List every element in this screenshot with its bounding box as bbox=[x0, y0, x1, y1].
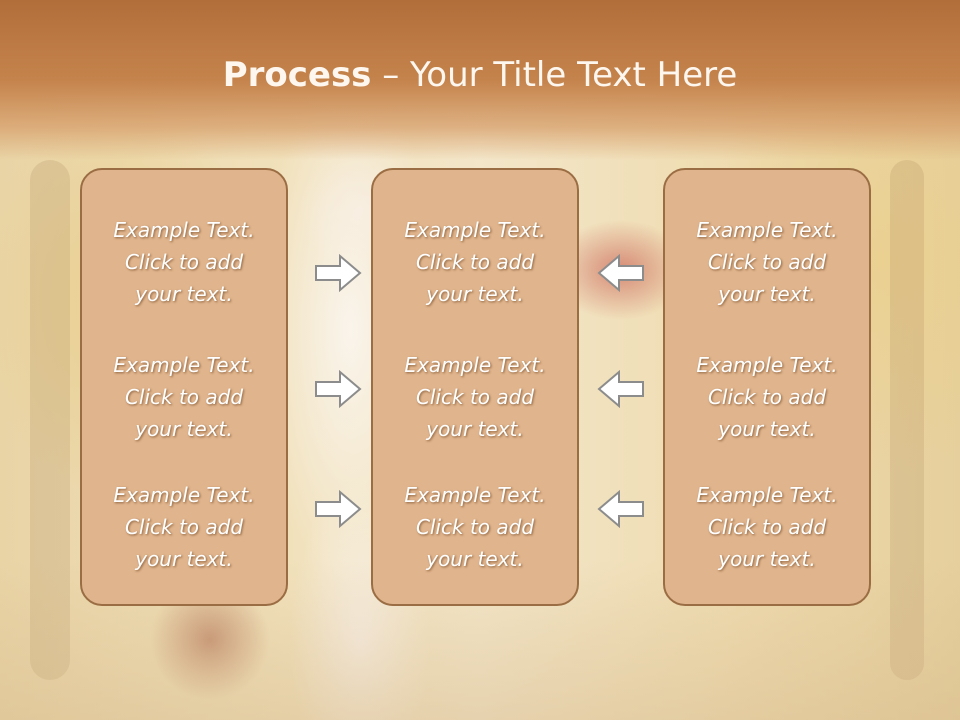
text-line: your text. bbox=[135, 547, 233, 571]
text-line: Example Text. bbox=[113, 218, 255, 242]
text-block[interactable]: Example Text. Click to add your text. bbox=[82, 214, 286, 310]
text-line: Click to add bbox=[707, 515, 827, 539]
arrow-left-icon bbox=[597, 490, 645, 528]
process-box-left[interactable]: Example Text. Click to add your text. Ex… bbox=[80, 168, 288, 606]
arrow-left-icon bbox=[597, 370, 645, 408]
text-line: your text. bbox=[426, 282, 524, 306]
text-line: your text. bbox=[718, 282, 816, 306]
text-line: Click to add bbox=[707, 385, 827, 409]
text-block[interactable]: Example Text. Click to add your text. bbox=[373, 479, 577, 575]
text-line: Example Text. bbox=[404, 218, 546, 242]
text-line: Example Text. bbox=[696, 353, 838, 377]
arrow-right-icon bbox=[314, 490, 362, 528]
arrow-right-icon bbox=[314, 254, 362, 292]
text-line: Click to add bbox=[415, 515, 535, 539]
text-line: Click to add bbox=[124, 385, 244, 409]
text-line: Example Text. bbox=[113, 483, 255, 507]
text-line: Example Text. bbox=[113, 353, 255, 377]
text-line: Example Text. bbox=[404, 483, 546, 507]
text-line: Click to add bbox=[124, 250, 244, 274]
text-line: your text. bbox=[135, 417, 233, 441]
text-line: your text. bbox=[718, 417, 816, 441]
text-block[interactable]: Example Text. Click to add your text. bbox=[665, 479, 869, 575]
text-line: Click to add bbox=[707, 250, 827, 274]
text-line: your text. bbox=[426, 547, 524, 571]
text-line: Click to add bbox=[415, 250, 535, 274]
text-block[interactable]: Example Text. Click to add your text. bbox=[82, 479, 286, 575]
text-line: your text. bbox=[426, 417, 524, 441]
text-line: your text. bbox=[718, 547, 816, 571]
text-line: your text. bbox=[135, 282, 233, 306]
process-box-center[interactable]: Example Text. Click to add your text. Ex… bbox=[371, 168, 579, 606]
arrow-left-icon bbox=[597, 254, 645, 292]
text-block[interactable]: Example Text. Click to add your text. bbox=[373, 214, 577, 310]
text-line: Example Text. bbox=[696, 218, 838, 242]
text-line: Click to add bbox=[415, 385, 535, 409]
slide-title[interactable]: Process – Your Title Text Here bbox=[0, 52, 960, 98]
text-block[interactable]: Example Text. Click to add your text. bbox=[373, 349, 577, 445]
text-line: Click to add bbox=[124, 515, 244, 539]
text-line: Example Text. bbox=[404, 353, 546, 377]
title-band bbox=[0, 0, 960, 160]
text-block[interactable]: Example Text. Click to add your text. bbox=[665, 214, 869, 310]
title-rest: – Your Title Text Here bbox=[371, 55, 738, 95]
text-block[interactable]: Example Text. Click to add your text. bbox=[82, 349, 286, 445]
process-box-right[interactable]: Example Text. Click to add your text. Ex… bbox=[663, 168, 871, 606]
title-bold: Process bbox=[222, 55, 372, 95]
text-line: Example Text. bbox=[696, 483, 838, 507]
text-block[interactable]: Example Text. Click to add your text. bbox=[665, 349, 869, 445]
background-tree bbox=[890, 160, 924, 680]
arrow-right-icon bbox=[314, 370, 362, 408]
background-tree bbox=[30, 160, 70, 680]
